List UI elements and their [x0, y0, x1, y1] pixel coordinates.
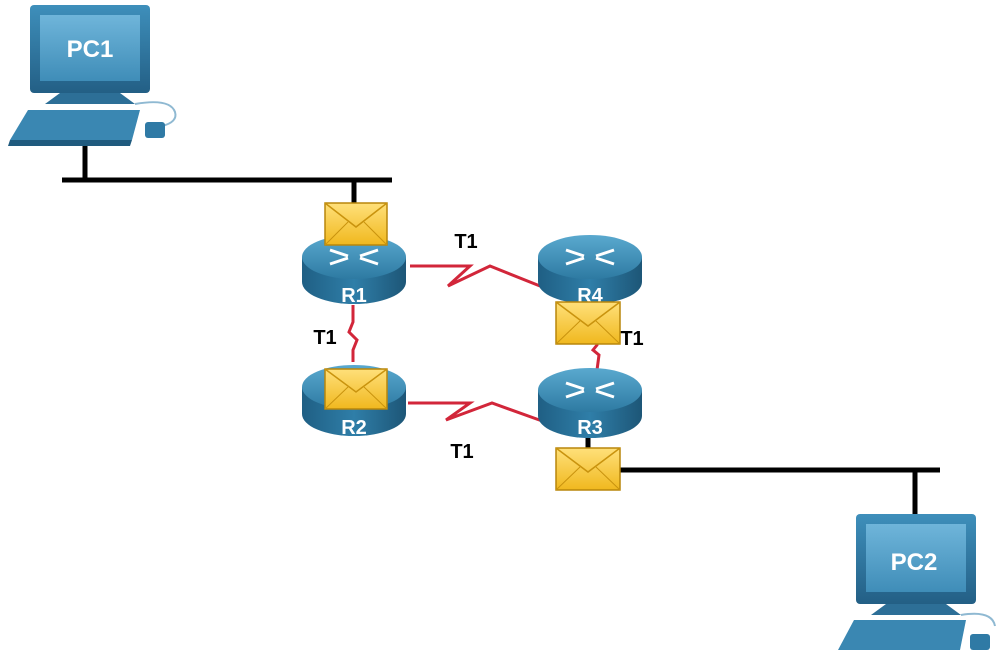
r1-label: R1 — [341, 285, 367, 307]
pc1[interactable]: PC1 — [8, 5, 177, 146]
serial-r1-r2 — [347, 305, 359, 362]
router-r3[interactable]: R3 — [538, 368, 642, 439]
pc2[interactable]: PC2 — [838, 514, 996, 650]
serial-r1-r4 — [410, 264, 546, 290]
pc2-mouse — [970, 634, 990, 650]
pc2-label: PC2 — [891, 549, 938, 576]
pc1-keyboard-edge — [8, 140, 132, 146]
pc1-mouse-cable — [134, 101, 177, 127]
r4-top — [538, 235, 642, 279]
pc2-keyboard — [838, 620, 966, 650]
pc1-keyboard — [10, 110, 140, 140]
envelope-icon — [555, 301, 621, 345]
envelope-icon — [555, 447, 621, 491]
r4-arrows-icon — [565, 248, 615, 266]
pc1-screen — [40, 15, 140, 81]
pc1-mouse — [145, 122, 165, 138]
pc1-stand — [45, 93, 135, 104]
router-r1[interactable]: R1 — [302, 235, 406, 307]
pc2-mouse-cable — [960, 612, 996, 627]
envelope-icon — [324, 368, 388, 410]
pc1-label: PC1 — [67, 36, 114, 63]
pc2-screen — [866, 524, 966, 592]
envelope-icon — [324, 202, 388, 246]
ethernet-links — [62, 140, 940, 520]
link-r1-r2-label: T1 — [313, 327, 336, 349]
link-r1-r4-label: T1 — [454, 231, 477, 253]
r3-label: R3 — [577, 417, 603, 439]
r2-label: R2 — [341, 417, 367, 439]
serial-r2-r3 — [408, 401, 546, 424]
router-r4[interactable]: R4 — [538, 235, 642, 307]
r3-top — [538, 368, 642, 412]
link-r4-r3-label: T1 — [620, 328, 643, 350]
r3-arrows-icon — [565, 381, 615, 399]
r1-top — [302, 235, 406, 279]
pc2-stand — [871, 604, 961, 615]
link-r2-r3-label: T1 — [450, 441, 473, 463]
r1-arrows-icon — [329, 248, 379, 266]
